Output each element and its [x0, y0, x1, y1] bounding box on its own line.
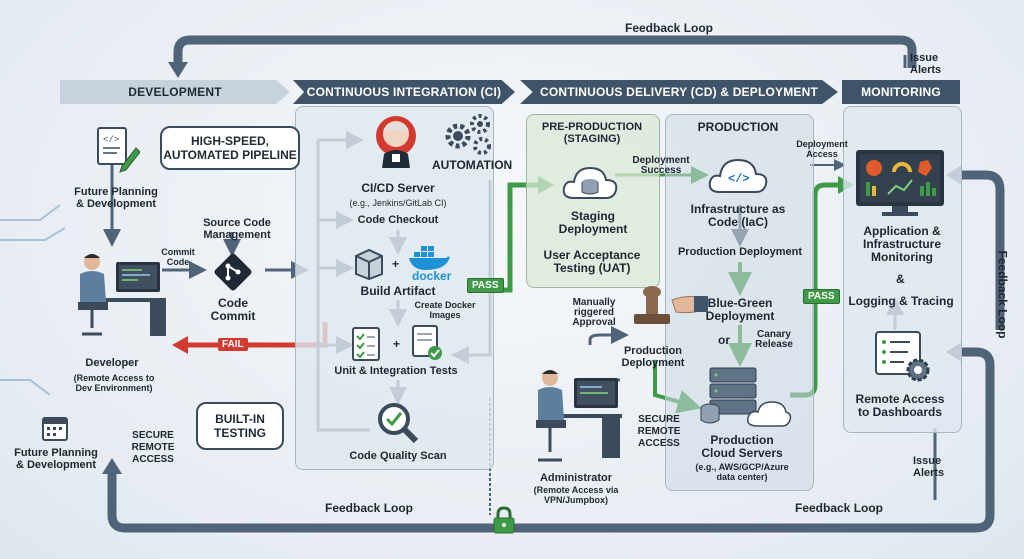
cicd-server-subtitle: (e.g., Jenkins/GitLab CI)	[349, 198, 447, 208]
phase-header-cd: CONTINUOUS DELIVERY (CD) & DEPLOYMENT	[520, 80, 838, 104]
administrator-title: Administrator	[539, 472, 613, 484]
feedback-loop-right-label: Feedback Loop	[995, 250, 1010, 339]
feedback-loop-bottom-right-label: Feedback Loop	[795, 501, 884, 515]
phase-label: CONTINUOUS DELIVERY (CD) & DEPLOYMENT	[539, 85, 819, 99]
ampersand-label: &	[896, 272, 905, 286]
gears-icon	[445, 114, 491, 155]
unit-integration-tests-label: Unit & Integration Tests	[334, 365, 458, 377]
developer-desk-icon	[78, 254, 166, 336]
feedback-loop-bottom	[107, 365, 995, 533]
preproduction-title: PRE-PRODUCTION(STAGING)	[541, 121, 643, 145]
monitoring-dashboard-icon	[856, 150, 944, 216]
production-title: PRODUCTION	[697, 120, 779, 134]
code-checkout-label: Code Checkout	[357, 214, 439, 226]
docker-icon	[409, 246, 450, 270]
svg-text:</>: </>	[728, 172, 750, 186]
fail-badge: FAIL	[218, 338, 248, 351]
checklist-icon	[352, 327, 380, 361]
test-report-icon	[412, 325, 442, 360]
phase-label: CONTINUOUS INTEGRATION (CI)	[306, 85, 502, 99]
plus-sign-tests: +	[393, 337, 401, 351]
future-planning-bottom: Future Planning& Development	[14, 447, 98, 471]
feedback-loop-right	[958, 170, 1005, 330]
preproduction-panel	[526, 114, 660, 288]
production-deployment-label: Production Deployment	[677, 246, 803, 258]
phase-label: MONITORING	[861, 85, 941, 99]
git-icon	[214, 253, 252, 291]
phase-header-ci: CONTINUOUS INTEGRATION (CI)	[293, 80, 515, 104]
feedback-loop-top	[173, 35, 917, 68]
high-speed-callout: HIGH-SPEED,AUTOMATED PIPELINE	[160, 126, 300, 170]
padlock-icon	[493, 506, 515, 534]
dashboard-gear-icon	[875, 331, 930, 382]
administrator-desk-icon	[536, 370, 622, 462]
logging-tracing-label: Logging & Tracing	[848, 294, 954, 308]
magnifier-check-icon	[378, 403, 419, 444]
build-artifact-label: Build Artifact	[360, 284, 436, 298]
document-pen-icon: </>	[97, 127, 140, 173]
calendar-icon	[42, 417, 68, 441]
docker-wordmark: docker	[412, 269, 452, 283]
automation-label: AUTOMATION	[432, 158, 513, 172]
feedback-loop-bottom-left-label: Feedback Loop	[325, 501, 414, 515]
cicd-server-title: CI/CD Server	[361, 181, 435, 195]
plus-sign-build: +	[392, 257, 400, 271]
jenkins-icon	[376, 116, 416, 168]
future-planning-top: Future Planning& Development	[74, 186, 158, 210]
code-quality-scan-label: Code Quality Scan	[349, 450, 447, 462]
developer-title: Developer	[85, 357, 139, 369]
pass-badge-ci: PASS	[467, 278, 504, 293]
phase-label: DEVELOPMENT	[128, 85, 222, 99]
pass-badge-prod: PASS	[803, 289, 840, 304]
svg-text:</>: </>	[103, 135, 119, 145]
or-label: or	[718, 333, 730, 347]
approval-stamp-icon	[634, 286, 708, 324]
cloud-code-icon: </>	[708, 158, 768, 193]
cloud-database-icon	[562, 166, 618, 199]
phase-header-development: DEVELOPMENT	[60, 80, 290, 104]
feedback-loop-top-label: Feedback Loop	[625, 21, 714, 35]
phase-header-monitoring: MONITORING	[842, 80, 960, 104]
server-rack-cloud-icon	[700, 367, 792, 427]
package-icon	[355, 248, 383, 280]
